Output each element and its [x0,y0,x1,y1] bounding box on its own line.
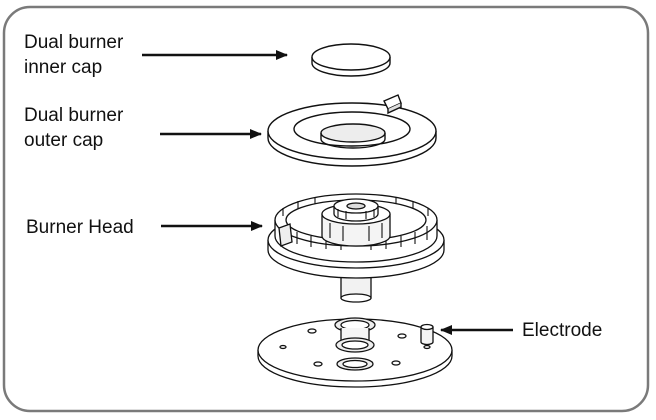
burner-head-label: Burner Head [26,217,134,238]
base-plate-part [257,317,453,388]
inner-cap-part [311,43,391,77]
inner-cap-label-line2: inner cap [24,57,103,78]
inner-cap-label-line1: Dual burner [24,32,124,53]
inner-cap-label: Dual burner inner cap [24,30,123,80]
burner-head-part [267,193,445,303]
outer-cap-label-line1: Dual burner [24,105,124,126]
outer-cap-label-line2: outer cap [24,130,104,151]
outer-cap-part [267,94,437,167]
electrode-label: Electrode [522,320,603,341]
electrode-part [420,323,434,346]
outer-cap-label: Dual burner outer cap [24,103,123,153]
